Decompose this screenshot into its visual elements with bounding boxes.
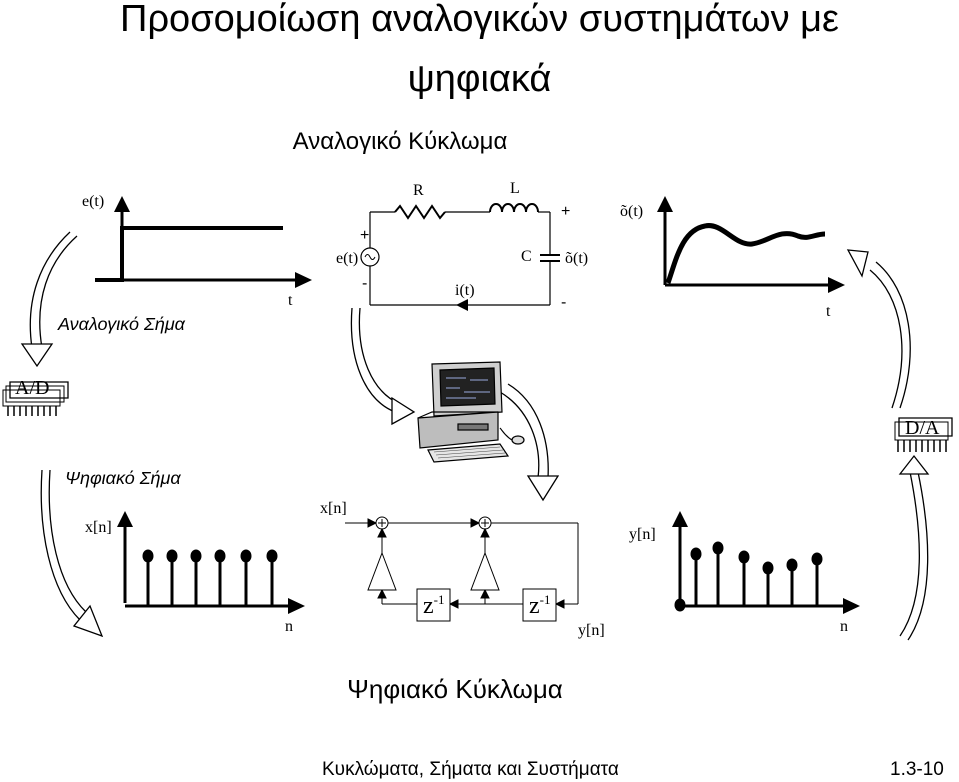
arrow-da-to-output [846, 249, 911, 409]
yn-stems [694, 549, 819, 606]
yn-y-arrowhead [672, 511, 688, 527]
filter-output-label: y[n] [578, 622, 605, 639]
keyboard [427, 443, 510, 463]
drive-bay [457, 423, 489, 431]
analog-circuit-title: Αναλογικό Κύκλωμα [292, 128, 508, 155]
arrow-analog-to-ad [20, 231, 78, 368]
delay-block-1 [416, 588, 451, 622]
xn-points [142, 549, 278, 563]
output-plot-xlabel: t [826, 303, 831, 320]
xn-plot-xlabel: n [285, 618, 293, 635]
output-minus-sign: - [561, 294, 567, 311]
source-sine-symbol [364, 254, 376, 260]
analog-signal-label: Αναλογικό Σήμα [58, 314, 185, 334]
current-arrow [456, 299, 468, 311]
yn-points [674, 541, 823, 612]
rlc-circuit [360, 203, 560, 311]
inductor-label: L [510, 180, 520, 197]
da-chip-label: D/A [905, 417, 940, 439]
footer-text: Κυκλώματα, Σήματα και Συστήματα [322, 759, 619, 780]
inductor [489, 203, 539, 213]
monitor-screen [439, 367, 496, 407]
digital-circuit-title: Ψηφιακό Κύκλωμα [347, 674, 563, 704]
computer-illustration [417, 361, 525, 463]
yn-plot-xlabel: n [840, 618, 848, 635]
output-y-arrowhead [657, 196, 673, 212]
yn-plot-ylabel: y[n] [629, 526, 656, 543]
page-title-line2: ψηφιακά [407, 58, 552, 100]
arrow-circuit-to-computer [350, 307, 416, 426]
input-plot-ylabel: e(t) [82, 193, 105, 210]
screen-content [446, 377, 490, 399]
yn-stem-plot [672, 511, 860, 614]
output-plot-ylabel: õ(t) [620, 203, 644, 220]
delay-2-label: z-1 [529, 592, 551, 619]
source-plus-sign: + [360, 227, 370, 244]
output-x-arrowhead [828, 277, 845, 293]
yn-x-arrowhead [843, 598, 860, 614]
ad-converter-chip [2, 381, 69, 416]
input-y-arrowhead [114, 196, 130, 212]
arrow-computer-to-filter [499, 383, 560, 502]
response-curve [665, 223, 826, 284]
input-x-arrowhead [295, 272, 312, 288]
output-plus-sign: + [561, 203, 571, 220]
digital-signal-label: Ψηφιακό Σήμα [65, 468, 181, 488]
input-plot-xlabel: t [288, 292, 293, 309]
filter-input-label: x[n] [320, 500, 347, 517]
current-label: i(t) [455, 282, 475, 299]
ad-chip-label: A/D [15, 377, 50, 399]
resistor [394, 204, 446, 220]
xn-y-arrowhead [117, 511, 133, 527]
delay-1-label: z-1 [423, 592, 445, 619]
page-title-line1: Προσομοίωση αναλογικών συστημάτων με [120, 0, 839, 40]
input-step-plot [95, 196, 312, 288]
source-minus-sign: - [362, 275, 368, 292]
resistor-label: R [413, 182, 424, 199]
xn-x-arrowhead [288, 598, 305, 614]
xn-stem-plot [117, 511, 305, 614]
page-number: 1.3-10 [890, 759, 944, 780]
capacitor-label: C [521, 248, 532, 265]
xn-stems [146, 557, 274, 606]
delay-block-2 [522, 588, 557, 622]
arrow-ad-to-samples [40, 469, 104, 638]
step-signal [95, 226, 283, 282]
gain-1 [367, 551, 397, 591]
source-label: e(t) [336, 250, 359, 267]
gain-2 [470, 551, 500, 591]
da-converter-chip [894, 417, 953, 452]
flow-arrows [20, 231, 930, 641]
arrow-yn-to-da [898, 454, 930, 641]
circuit-output-label: õ(t) [565, 250, 589, 267]
xn-plot-ylabel: x[n] [85, 519, 112, 536]
output-response-plot [657, 196, 845, 293]
digital-filter-diagram [345, 516, 579, 622]
mouse [511, 435, 525, 445]
